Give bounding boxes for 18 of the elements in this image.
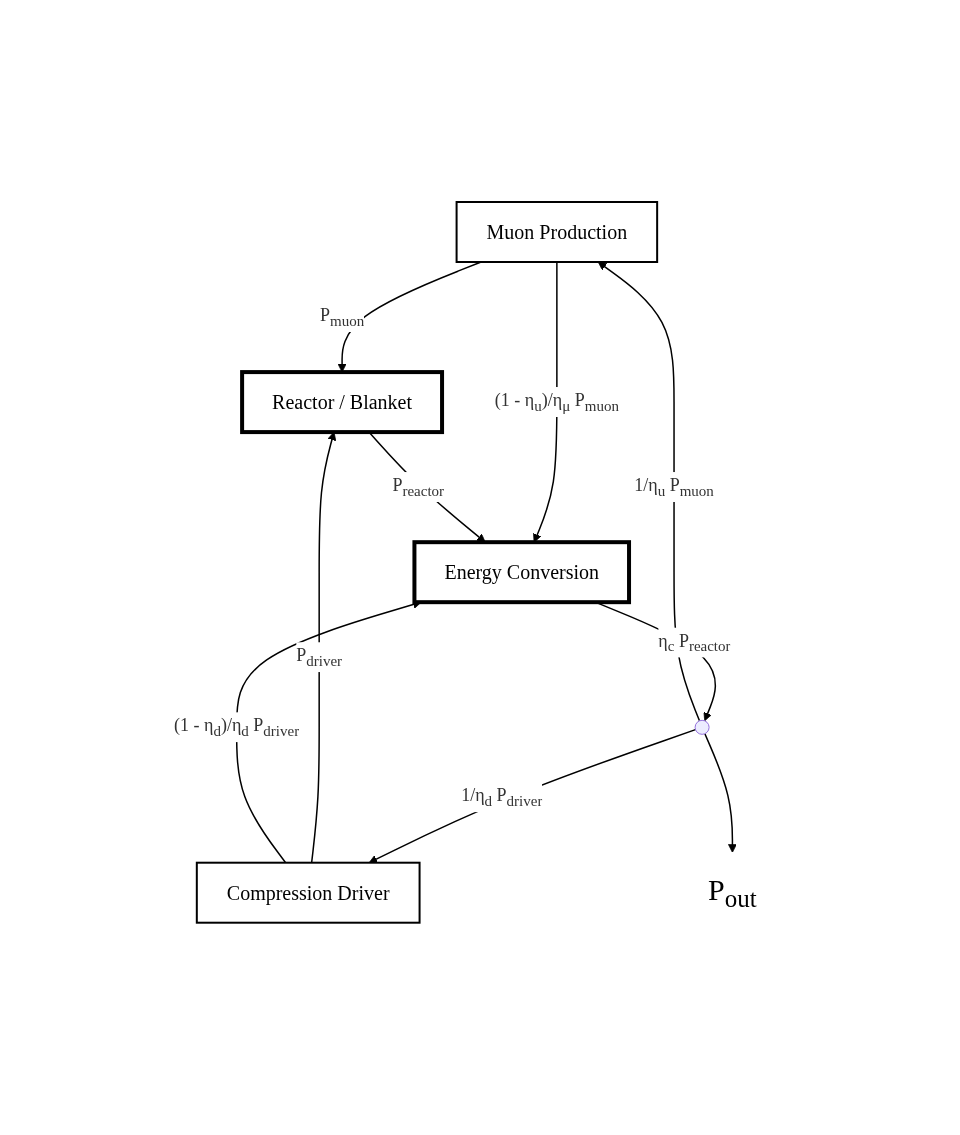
- edge-label: (1 - η$_{d}$)/η$_{d}$ P$_{driver}$: [173, 715, 299, 739]
- node-circle: [694, 719, 710, 735]
- node-box: Energy Conversion: [412, 540, 631, 605]
- arrow: [532, 261, 558, 543]
- node-box: Muon Production: [455, 201, 658, 263]
- node-text: P$_{out}$: [707, 873, 757, 913]
- edge-label: P$_{reactor}$: [392, 475, 444, 499]
- edge-label: 1/η$_{u}$ P$_{muon}$: [633, 475, 714, 499]
- node-box: Compression Driver: [195, 861, 421, 924]
- edge-label: 1/η$_{d}$ P$_{driver}$: [460, 785, 543, 809]
- arrow: [703, 733, 737, 853]
- arrow: [597, 261, 700, 722]
- edge-label: P$_{muon}$: [319, 305, 364, 329]
- edge-label: (1 - η$_{u}$)/η$_{μ}$ P$_{muon}$: [494, 390, 619, 414]
- edge-label: η$_{c}$ P$_{reactor}$: [657, 630, 731, 655]
- arrow: [368, 728, 696, 864]
- edge-label: P$_{driver}$: [295, 645, 342, 669]
- node-box: Reactor / Blanket: [239, 370, 444, 435]
